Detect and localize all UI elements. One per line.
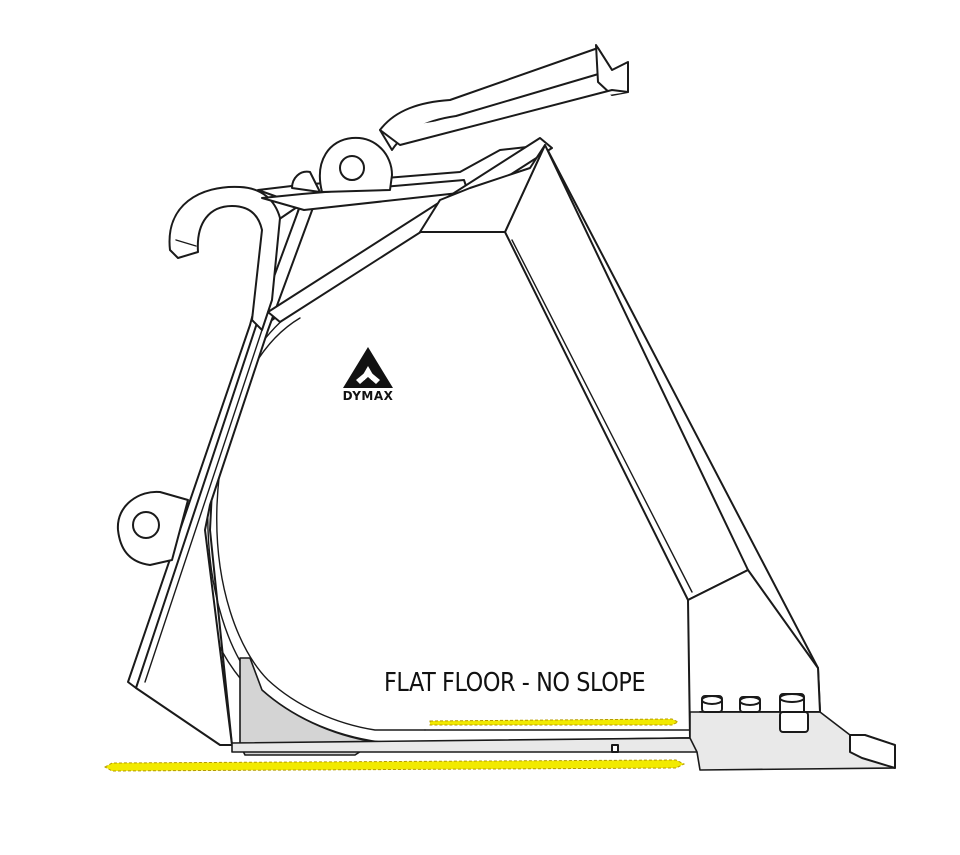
floor-drain	[611, 744, 619, 753]
flat-floor-caption: FLAT FLOOR - NO SLOPE	[384, 668, 646, 698]
brand-logo-text: DYMAX	[342, 389, 394, 403]
back-frame-front	[135, 197, 315, 746]
front-rib-edge	[511, 239, 693, 593]
floor-highlight-lower	[103, 759, 686, 772]
lower-hinge-pin-hole	[132, 511, 160, 539]
bolt-1	[701, 695, 723, 713]
lifting-hook-edge	[175, 239, 197, 247]
dymax-logo-mark	[343, 347, 393, 388]
top-rail-end	[595, 44, 629, 96]
cutting-edge-tip	[849, 734, 896, 769]
front-rib-top-face	[419, 144, 546, 233]
top-rail-brace	[379, 89, 629, 146]
upper-hinge-cap	[291, 170, 321, 193]
bolt-2	[739, 696, 761, 713]
back-frame-edge	[144, 329, 263, 683]
lifting-hook	[168, 185, 281, 331]
bolt-3	[779, 693, 809, 733]
upper-hinge-pin-hole	[339, 155, 365, 181]
floor-highlight-upper	[429, 718, 680, 726]
